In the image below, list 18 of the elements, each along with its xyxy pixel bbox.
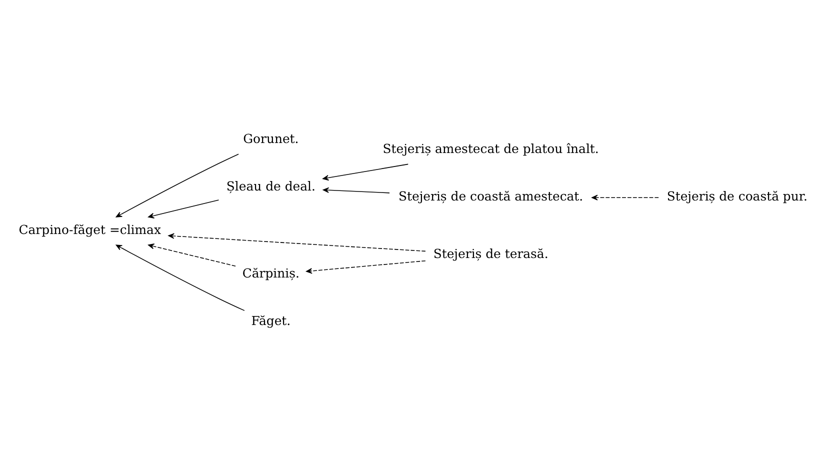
node-text: Cărpiniș. [242,264,300,280]
arrow [306,260,426,274]
node-text: Șleau de deal. [226,178,316,193]
arrow [322,186,390,193]
arrow [116,244,245,310]
node-text: Făget. [251,312,291,328]
arrow [592,194,659,200]
node-text: Gorunet. [243,130,299,146]
node-text: Stejeriș de terasă. [433,246,548,261]
arrow [168,232,426,252]
node-text: Stejeriș de coastă pur. [666,188,808,204]
arrow [322,163,408,180]
arrow [116,153,239,217]
node-text: Stejeriș de coastă amestecat. [398,188,584,204]
arrow [148,243,236,266]
node-text: Stejeriș amestecat de platou înalt. [382,140,599,156]
arrow [148,199,220,218]
node-text: Carpino-făget =climax [18,221,161,236]
